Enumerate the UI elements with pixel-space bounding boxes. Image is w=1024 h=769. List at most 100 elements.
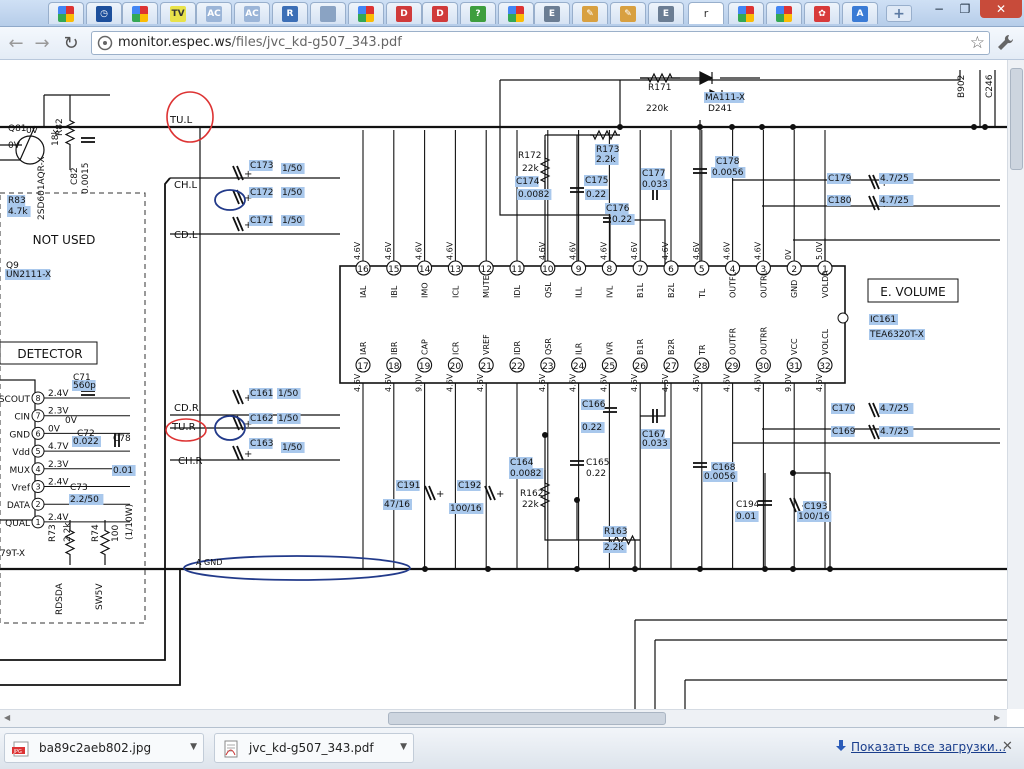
- new-tab-button[interactable]: +: [886, 5, 912, 22]
- polarity-mark: +: [244, 169, 252, 180]
- tab-17[interactable]: r: [688, 2, 724, 24]
- minimize-button[interactable]: −: [933, 2, 945, 16]
- component-label: C166: [582, 400, 606, 410]
- component-label: B902: [957, 75, 967, 98]
- ic-pin-name: QSR: [544, 338, 553, 355]
- tab-16[interactable]: E: [648, 2, 684, 24]
- horizontal-scroll-thumb[interactable]: [388, 712, 666, 725]
- diode-symbol: [699, 71, 714, 85]
- tab-0[interactable]: [48, 2, 84, 24]
- component-label: 2.2k: [63, 522, 73, 542]
- highlight: [879, 403, 914, 414]
- detector-pin-name: Vdd: [12, 448, 30, 458]
- tab-14[interactable]: ✎: [572, 2, 608, 24]
- ic-pin: [663, 260, 679, 276]
- ic-pin: [571, 260, 587, 276]
- highlight: [711, 462, 735, 473]
- detector-pin-voltage: 2.3V: [48, 460, 69, 470]
- ic-pin: [417, 260, 433, 276]
- highlight: [735, 511, 759, 522]
- ic-pin-name: OUTFL: [729, 271, 738, 298]
- red-ellipse: [165, 418, 207, 442]
- tab-8[interactable]: [348, 2, 384, 24]
- forward-button[interactable]: →: [34, 32, 50, 54]
- close-window-button[interactable]: ✕: [980, 0, 1022, 18]
- tab-9[interactable]: D: [386, 2, 422, 24]
- tab-3[interactable]: TV: [160, 2, 196, 24]
- scroll-left-icon[interactable]: ◀: [4, 713, 11, 722]
- component-label: C168: [712, 463, 736, 473]
- highlight: [797, 511, 832, 522]
- component-label: 560p: [73, 381, 96, 391]
- component-label: 1/50: [282, 216, 302, 226]
- tab-13[interactable]: E: [534, 2, 570, 24]
- tab-20[interactable]: ✿: [804, 2, 840, 24]
- ic-pin-number: 2: [791, 265, 797, 275]
- scroll-right-icon[interactable]: ▶: [994, 713, 1001, 722]
- electrolytic-capacitor-symbol: [868, 424, 880, 440]
- highlight: [641, 179, 670, 190]
- ic-pin-number: 26: [634, 362, 646, 372]
- junction-dot: [758, 123, 765, 130]
- highlight: [803, 501, 827, 512]
- tab-11[interactable]: ?: [460, 2, 496, 24]
- ic-pin-number: 1: [822, 265, 828, 275]
- tab-6[interactable]: R: [272, 2, 308, 24]
- chevron-down-icon[interactable]: ▼: [400, 742, 407, 752]
- tab-10[interactable]: D: [422, 2, 458, 24]
- back-button[interactable]: ←: [8, 32, 24, 54]
- ic-pin-name: TL: [698, 288, 707, 299]
- wrench-menu-icon[interactable]: [996, 33, 1018, 53]
- wrench-icon: [998, 34, 1014, 50]
- component-label: C246: [985, 74, 995, 98]
- address-bar[interactable]: monitor.espec.ws/files/jvc_kd-g507_343.p…: [91, 31, 990, 55]
- tab-15[interactable]: ✎: [610, 2, 646, 24]
- component-label: R172: [518, 151, 541, 161]
- show-all-downloads[interactable]: Показать все загрузки...: [835, 740, 1006, 754]
- reload-button[interactable]: ↻: [63, 32, 79, 54]
- download-item-jpg[interactable]: JPG ba89c2aeb802.jpg ▼: [4, 733, 204, 763]
- highlight: [603, 526, 627, 537]
- ic-pin-voltage: 5.0V: [815, 241, 824, 260]
- tab-2[interactable]: [122, 2, 158, 24]
- ic-pin: [509, 260, 525, 276]
- download-arrow-icon: [836, 740, 846, 751]
- not-used-label: NOT USED: [33, 233, 96, 247]
- electrolytic-capacitor-symbol: [424, 485, 436, 501]
- tab-21[interactable]: A: [842, 2, 878, 24]
- ic-pin-name: ILL: [575, 286, 584, 298]
- tab-19[interactable]: [766, 2, 802, 24]
- chevron-down-icon[interactable]: ▼: [190, 742, 197, 752]
- bookmark-star-icon[interactable]: ☆: [969, 33, 985, 53]
- detector-pin-voltage: 0V: [48, 424, 61, 434]
- show-all-downloads-link[interactable]: Показать все загрузки...: [851, 740, 1007, 754]
- component-label: 0.033: [642, 180, 668, 190]
- ic-pin-name: VOLDA: [821, 270, 830, 298]
- download-item-pdf[interactable]: jvc_kd-g507_343.pdf ▼: [214, 733, 414, 763]
- ic-pin-name: MUTE: [482, 275, 491, 298]
- ic-pin-number: 16: [357, 265, 369, 275]
- tab-4[interactable]: AC: [196, 2, 232, 24]
- tab-12[interactable]: [498, 2, 534, 24]
- tab-5[interactable]: AC: [234, 2, 270, 24]
- tab-7[interactable]: [310, 2, 346, 24]
- component-label: MA111-X: [705, 93, 745, 103]
- electrolytic-capacitor-symbol: [232, 165, 244, 181]
- horizontal-scrollbar[interactable]: ◀ ▶: [0, 709, 1007, 727]
- vertical-scrollbar[interactable]: [1007, 60, 1024, 709]
- junction-dot: [616, 123, 623, 130]
- ic-pin-number: 17: [357, 362, 368, 372]
- close-download-shelf-icon[interactable]: ✕: [1002, 739, 1013, 754]
- maximize-button[interactable]: ❐: [959, 2, 971, 16]
- tab-1[interactable]: ◷: [86, 2, 122, 24]
- ic-pin-voltage: 9.0V: [784, 373, 793, 392]
- ic-pin: [725, 260, 741, 276]
- ic-pin-name: OUTFR: [729, 327, 738, 355]
- highlight: [869, 314, 898, 325]
- ic-pin-number: 11: [511, 265, 522, 275]
- wire: [0, 125, 36, 161]
- red-ellipse: [166, 91, 214, 143]
- vertical-scroll-thumb[interactable]: [1010, 68, 1023, 170]
- tab-18[interactable]: [728, 2, 764, 24]
